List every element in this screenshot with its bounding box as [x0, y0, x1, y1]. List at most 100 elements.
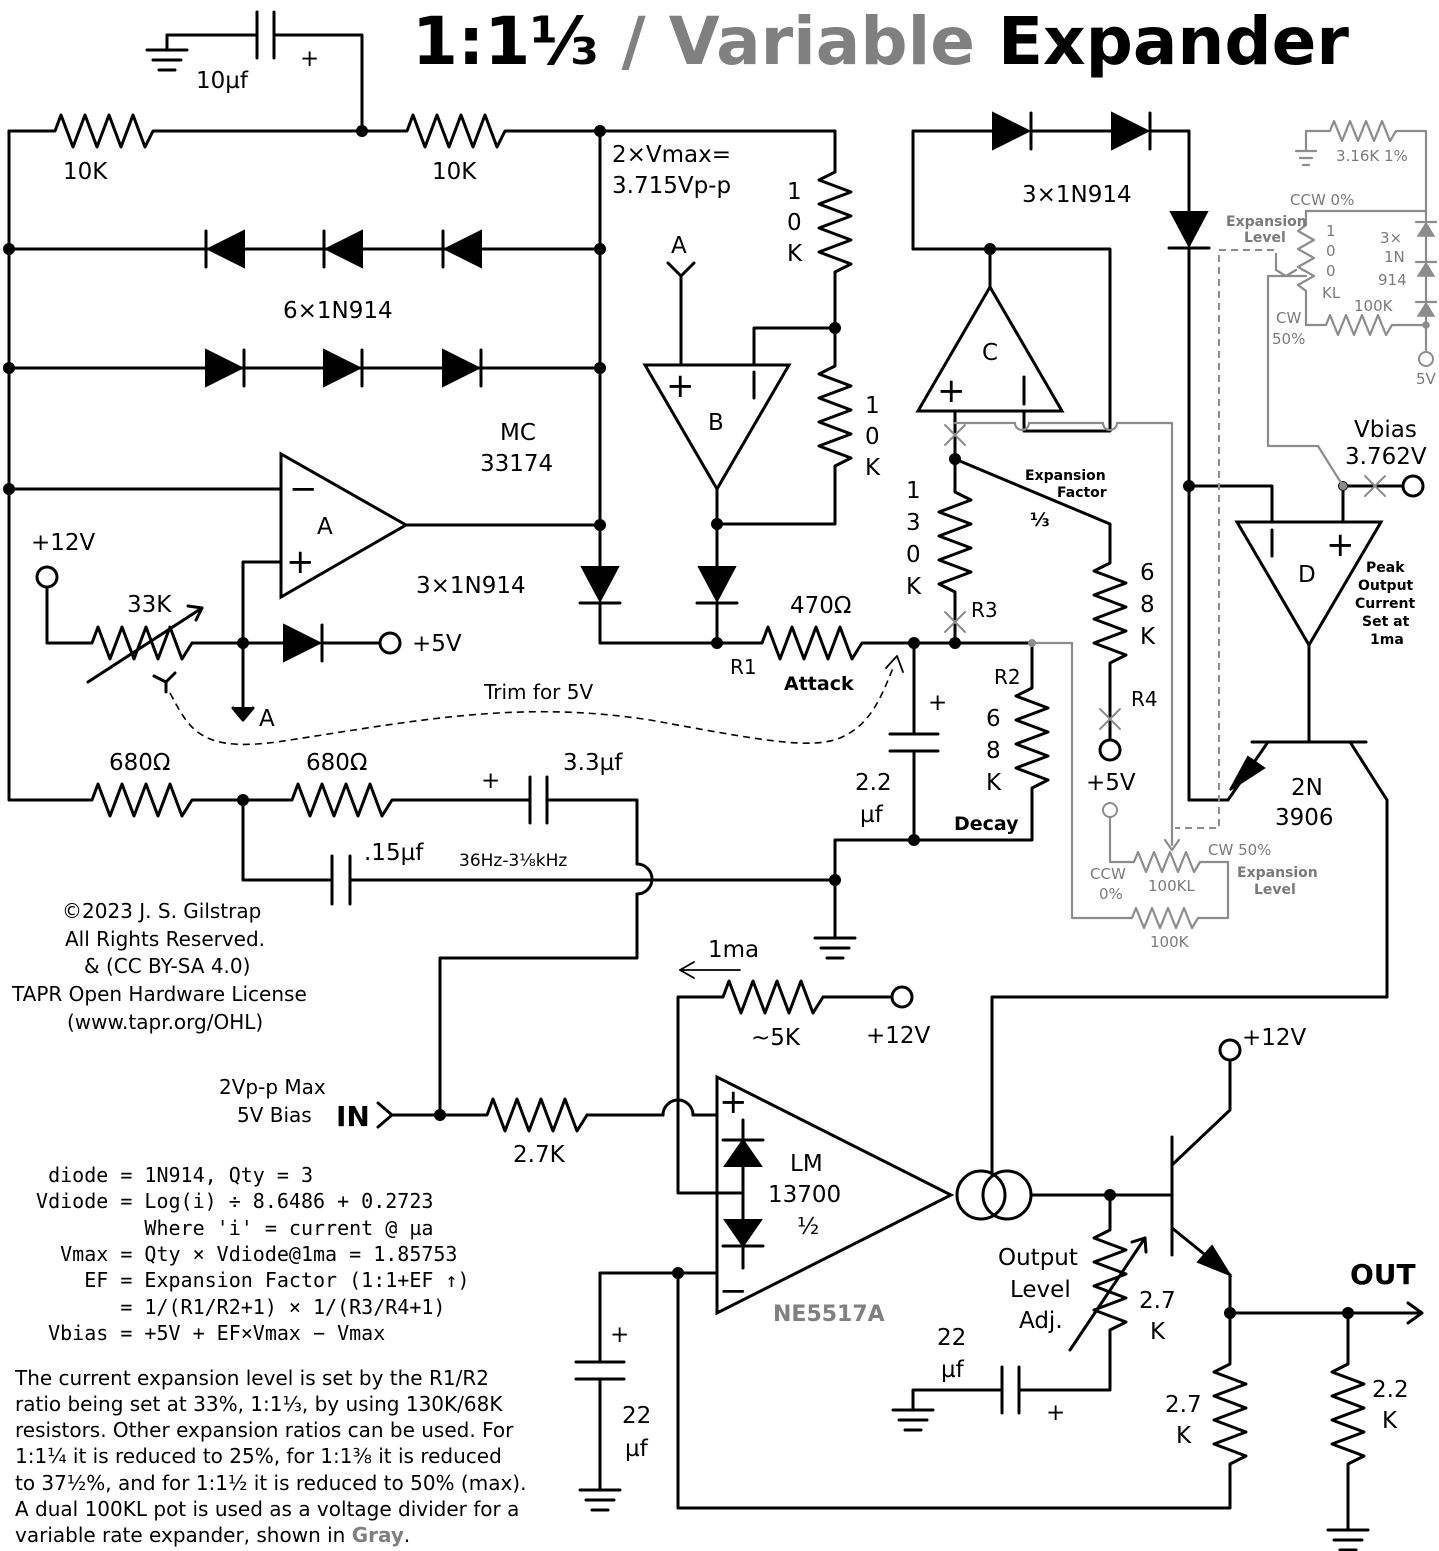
svg-text:R2: R2 — [994, 665, 1021, 689]
svg-text:+: + — [610, 1322, 629, 1348]
svg-text:Output: Output — [1358, 578, 1414, 594]
svg-text:+: + — [481, 768, 500, 794]
svg-text:EF = Expansion Factor (1:1+EF: EF = Expansion Factor (1:1+EF ↑) — [24, 1268, 470, 1292]
resistor-68k-r4 — [1092, 553, 1128, 742]
diode-top-2 — [1111, 111, 1152, 151]
svg-text:3.3µf: 3.3µf — [563, 750, 623, 776]
cap-10uf: + 10µf — [165, 10, 364, 133]
resistor-5k — [714, 979, 894, 1015]
svg-text:0%: 0% — [1099, 885, 1123, 903]
svg-text:1: 1 — [1326, 222, 1336, 240]
svg-text:Expansion: Expansion — [1025, 468, 1106, 484]
svg-text:3×: 3× — [1380, 229, 1402, 247]
svg-text:33K: 33K — [127, 592, 172, 618]
diode-top-3 — [1167, 211, 1211, 250]
svg-text:1ma: 1ma — [1370, 632, 1404, 648]
ota-lm13700: + − LM 13700 ½ — [715, 1074, 955, 1316]
opamp-d: + D — [1234, 520, 1384, 648]
svg-text:KL: KL — [1322, 284, 1341, 302]
resistor-2-7k-out — [1212, 1358, 1248, 1477]
diode-mid-left — [578, 566, 622, 605]
svg-text:Output: Output — [998, 1245, 1078, 1271]
svg-text:36Hz-3⅛kHz: 36Hz-3⅛kHz — [459, 851, 567, 871]
opamp-a: − + A — [279, 451, 410, 600]
svg-text:Current: Current — [1355, 596, 1416, 612]
svg-text:resistors. Other expansion rat: resistors. Other expansion ratios can be… — [15, 1418, 514, 1442]
svg-text:2Vp-p Max: 2Vp-p Max — [219, 1075, 326, 1099]
ground-symbol — [891, 1408, 935, 1432]
svg-text:NE5517A: NE5517A — [773, 1302, 885, 1327]
resistor-2-2k-out — [1330, 1311, 1366, 1532]
svg-text:Vbias = +5V + EF×Vmax − Vmax: Vbias = +5V + EF×Vmax − Vmax — [24, 1321, 385, 1345]
svg-text:C: C — [982, 340, 998, 366]
resistor-2-7k-in — [478, 1097, 665, 1133]
svg-text:+12V: +12V — [1242, 1025, 1307, 1051]
svg-text:2.7: 2.7 — [1139, 1288, 1176, 1314]
svg-text:33174: 33174 — [480, 451, 553, 477]
svg-text:CW 50%: CW 50% — [1208, 841, 1271, 859]
svg-text:IN: IN — [336, 1100, 370, 1133]
svg-text:K: K — [906, 574, 922, 600]
description: The current expansion level is set by th… — [14, 1366, 526, 1547]
svg-text:A dual 100KL pot is used as a: A dual 100KL pot is used as a voltage di… — [15, 1497, 519, 1521]
svg-text:B: B — [708, 410, 724, 436]
opamp-b: + B — [642, 363, 792, 492]
svg-text:6×1N914: 6×1N914 — [283, 298, 393, 324]
svg-text:5V Bias: 5V Bias — [237, 1103, 312, 1127]
svg-text:2.2: 2.2 — [855, 770, 892, 796]
svg-text:A: A — [671, 233, 687, 259]
svg-text:3.16K 1%: 3.16K 1% — [1336, 147, 1408, 165]
svg-text:2.7: 2.7 — [1165, 1392, 1202, 1418]
svg-text:+5V: +5V — [412, 631, 462, 657]
svg-text:1:1¼ it is reduced to 25%, for: 1:1¼ it is reduced to 25%, for 1:1⅜ it i… — [15, 1444, 502, 1468]
diode-row-2 — [205, 348, 483, 388]
svg-text:CW: CW — [1276, 309, 1301, 327]
diode-mid-right — [695, 566, 739, 605]
svg-text:Trim for 5V: Trim for 5V — [483, 680, 593, 704]
svg-text:5V: 5V — [1416, 370, 1437, 388]
svg-text:K: K — [865, 455, 881, 481]
svg-text:+: + — [719, 1082, 748, 1122]
diode-row-1 — [204, 229, 482, 269]
svg-text:10K: 10K — [63, 159, 108, 185]
svg-text:K: K — [1176, 1423, 1192, 1449]
svg-text:1: 1 — [906, 478, 921, 504]
svg-text:50%: 50% — [1272, 330, 1305, 348]
svg-text:Adj.: Adj. — [1019, 1308, 1063, 1334]
svg-text:2×Vmax=: 2×Vmax= — [612, 142, 731, 168]
svg-text:½: ½ — [797, 1214, 819, 1240]
svg-text:3×1N914: 3×1N914 — [1022, 182, 1132, 208]
svg-text:1N: 1N — [1384, 248, 1405, 266]
svg-text:470Ω: 470Ω — [790, 593, 851, 619]
svg-text:R3: R3 — [971, 598, 998, 622]
svg-text:⅓: ⅓ — [1030, 509, 1050, 531]
ground-symbol — [578, 1488, 622, 1512]
svg-text:6: 6 — [1140, 560, 1155, 586]
svg-text:A: A — [259, 706, 275, 732]
opamp-c: + C — [915, 284, 1065, 413]
svg-text:& (CC BY-SA 4.0): & (CC BY-SA 4.0) — [84, 954, 250, 978]
diode-5v — [283, 623, 324, 663]
variable-section: 3.16K 1% CCW 0% Expansion Level 1 0 0 KL… — [953, 119, 1438, 951]
svg-text:Vbias: Vbias — [1354, 417, 1417, 443]
svg-text:0: 0 — [787, 210, 802, 236]
svg-text:(www.tapr.org/OHL): (www.tapr.org/OHL) — [67, 1010, 263, 1034]
svg-text:1: 1 — [865, 393, 880, 419]
pot-100kl-top — [1296, 209, 1316, 327]
pot-2-7k — [1019, 1193, 1128, 1392]
svg-text:K: K — [1150, 1319, 1166, 1345]
svg-text:6: 6 — [986, 706, 1001, 732]
svg-text:Level: Level — [1254, 882, 1296, 898]
svg-text:µf: µf — [860, 802, 884, 828]
svg-text:R1: R1 — [730, 655, 757, 679]
svg-text:+: + — [300, 46, 319, 72]
svg-text:3906: 3906 — [1275, 805, 1334, 831]
svg-text:Peak: Peak — [1366, 560, 1405, 576]
resistor-100k-bottom — [1126, 860, 1230, 930]
resistor-68k-r2 — [833, 678, 1050, 882]
svg-text:Factor: Factor — [1057, 485, 1107, 501]
svg-text:0: 0 — [865, 424, 880, 450]
svg-text:Decay: Decay — [954, 813, 1019, 835]
svg-text:8: 8 — [986, 738, 1001, 764]
